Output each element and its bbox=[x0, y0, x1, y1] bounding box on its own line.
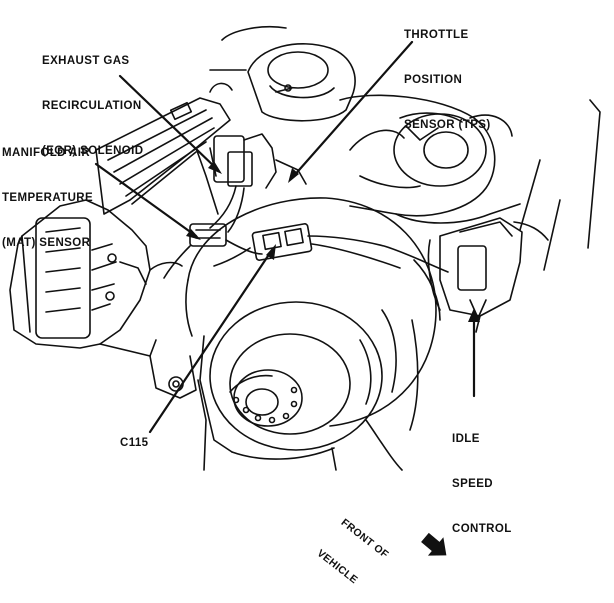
front-label-line-2: VEHICLE bbox=[314, 547, 361, 587]
egr-label-line-2: RECIRCULATION bbox=[42, 100, 142, 112]
tps-label-line-2: POSITION bbox=[404, 74, 463, 86]
egr-solenoid-assembly bbox=[209, 133, 307, 233]
leader-lines bbox=[94, 40, 476, 434]
isc-label-line-1: IDLE bbox=[452, 433, 480, 445]
mat-label-line-1: MANIFOLD AIR bbox=[2, 147, 91, 159]
tps-label-line-1: THROTTLE bbox=[404, 29, 469, 41]
c115-leader bbox=[148, 248, 274, 434]
mat-arrowhead bbox=[186, 229, 201, 240]
engine-lower bbox=[331, 99, 601, 471]
egr-label-line-1: EXHAUST GAS bbox=[42, 55, 130, 67]
engine-artwork bbox=[9, 25, 601, 471]
valve-cover bbox=[95, 82, 233, 215]
leader-arrowheads bbox=[186, 161, 480, 322]
isc-label-line-2: SPEED bbox=[452, 478, 493, 490]
isc-label-line-3: CONTROL bbox=[452, 523, 512, 535]
tps-label-line-3: SENSOR (TPS) bbox=[404, 119, 491, 131]
intake-plenum bbox=[339, 94, 561, 271]
mounting-bracket bbox=[149, 339, 207, 471]
mat-label-line-2: TEMPERATURE bbox=[2, 192, 94, 204]
mat-label-line-3: (MAT) SENSOR bbox=[2, 237, 91, 249]
alternator bbox=[185, 197, 437, 460]
egr-leader bbox=[118, 74, 220, 172]
arrow-icon bbox=[421, 532, 447, 556]
throttle-body bbox=[209, 25, 356, 122]
mat-sensor-label: MANIFOLD AIR TEMPERATURE (MAT) SENSOR bbox=[2, 116, 93, 266]
tps-leader bbox=[290, 40, 414, 180]
distributor-cap bbox=[9, 199, 183, 357]
c115-connector bbox=[213, 223, 449, 273]
egr-arrowhead bbox=[208, 161, 222, 174]
egr-label-line-3: (EGR) SOLENOID bbox=[42, 145, 144, 157]
engine-diagram bbox=[9, 25, 601, 556]
front-label-line-1: FRONT OF bbox=[338, 516, 391, 561]
c115-label: C115 bbox=[120, 437, 149, 449]
c115-arrowhead bbox=[266, 244, 276, 260]
idle-speed-control-label: IDLE SPEED CONTROL bbox=[452, 402, 512, 552]
tps-arrowhead bbox=[288, 168, 299, 183]
egr-solenoid-label: EXHAUST GAS RECIRCULATION (EGR) SOLENOID bbox=[42, 24, 143, 174]
mat-leader bbox=[94, 162, 198, 238]
isc-arrowhead bbox=[468, 308, 480, 322]
tps-label: THROTTLE POSITION SENSOR (TPS) bbox=[404, 0, 491, 148]
mat-sensor bbox=[163, 223, 263, 279]
